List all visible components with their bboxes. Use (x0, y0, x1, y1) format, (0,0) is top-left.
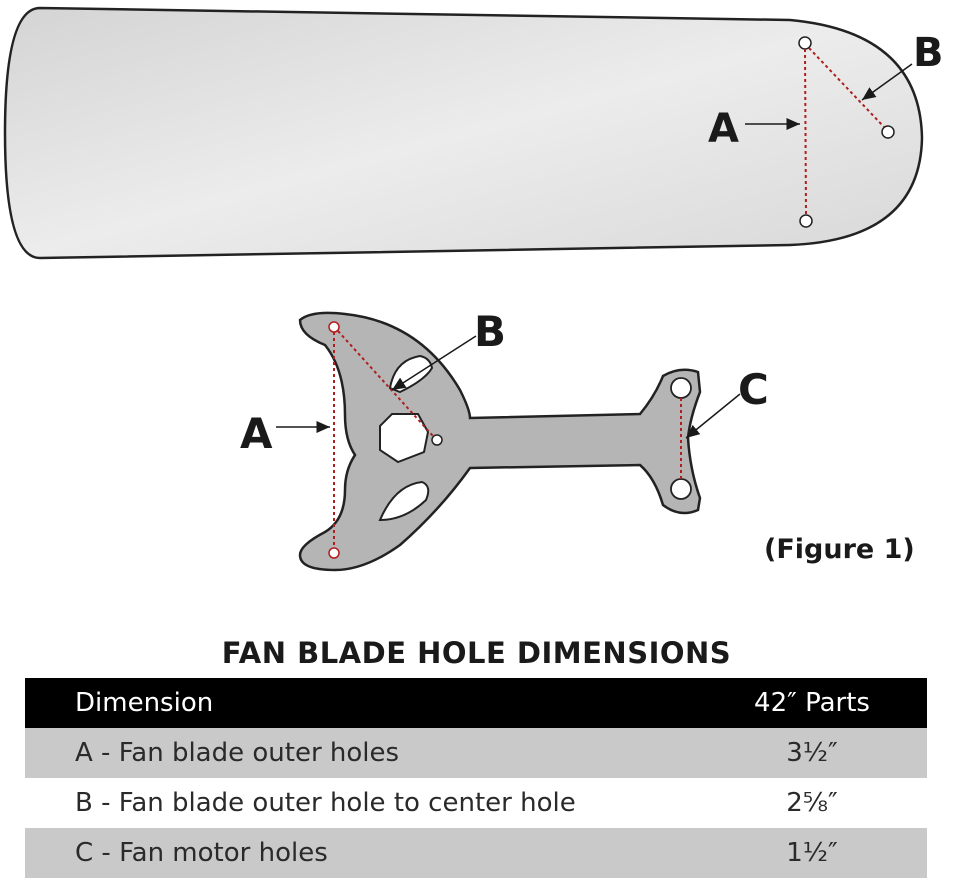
bracket-hole-top (328, 321, 340, 333)
motor-hole-bottom (670, 478, 692, 500)
table-row: B - Fan blade outer hole to center hole … (25, 778, 927, 828)
fan-blade-diagram: A B A B C (3, 6, 944, 572)
bracket-label-b: B (474, 307, 506, 356)
table-row: A - Fan blade outer holes 3½″ (25, 728, 927, 778)
blade-bracket: A B C (240, 307, 769, 572)
row-label: A - Fan blade outer holes (75, 738, 400, 768)
blade-hole-bottom (799, 214, 813, 228)
blade-label-b: B (913, 30, 944, 76)
header-dimension: Dimension (75, 688, 214, 718)
bracket-arrow-b (391, 335, 477, 391)
bracket-hole-bottom (328, 547, 340, 559)
blade-hole-top (798, 36, 812, 50)
row-label: B - Fan blade outer hole to center hole (75, 788, 576, 818)
table-header-row: Dimension 42″ Parts (25, 678, 927, 728)
bracket-arrow-c (685, 393, 741, 439)
row-value: 1½″ (786, 838, 838, 868)
fan-blade: A B (3, 6, 944, 260)
table-row: C - Fan motor holes 1½″ (25, 828, 927, 878)
blade-hole-center (881, 125, 895, 139)
header-parts: 42″ Parts (754, 688, 870, 718)
blade-label-a: A (708, 106, 739, 152)
figure-caption: (Figure 1) (764, 534, 915, 565)
table-title: FAN BLADE HOLE DIMENSIONS (221, 636, 732, 670)
blade-dimension-a-line (804, 48, 807, 216)
bracket-lower-cutout (378, 480, 430, 522)
bracket-hole-center (431, 434, 443, 446)
row-value: 3½″ (786, 738, 838, 768)
blade-arrow-b (861, 63, 913, 101)
dimensions-table: Dimension 42″ Parts A - Fan blade outer … (25, 678, 927, 878)
row-label: C - Fan motor holes (75, 838, 328, 868)
blade-dimension-b-line (808, 47, 885, 128)
motor-hole-top (670, 377, 692, 399)
bracket-label-a: A (240, 409, 273, 458)
row-value: 2⅝″ (786, 788, 838, 818)
bracket-center-cutout (379, 413, 430, 464)
bracket-label-c: C (738, 365, 769, 414)
